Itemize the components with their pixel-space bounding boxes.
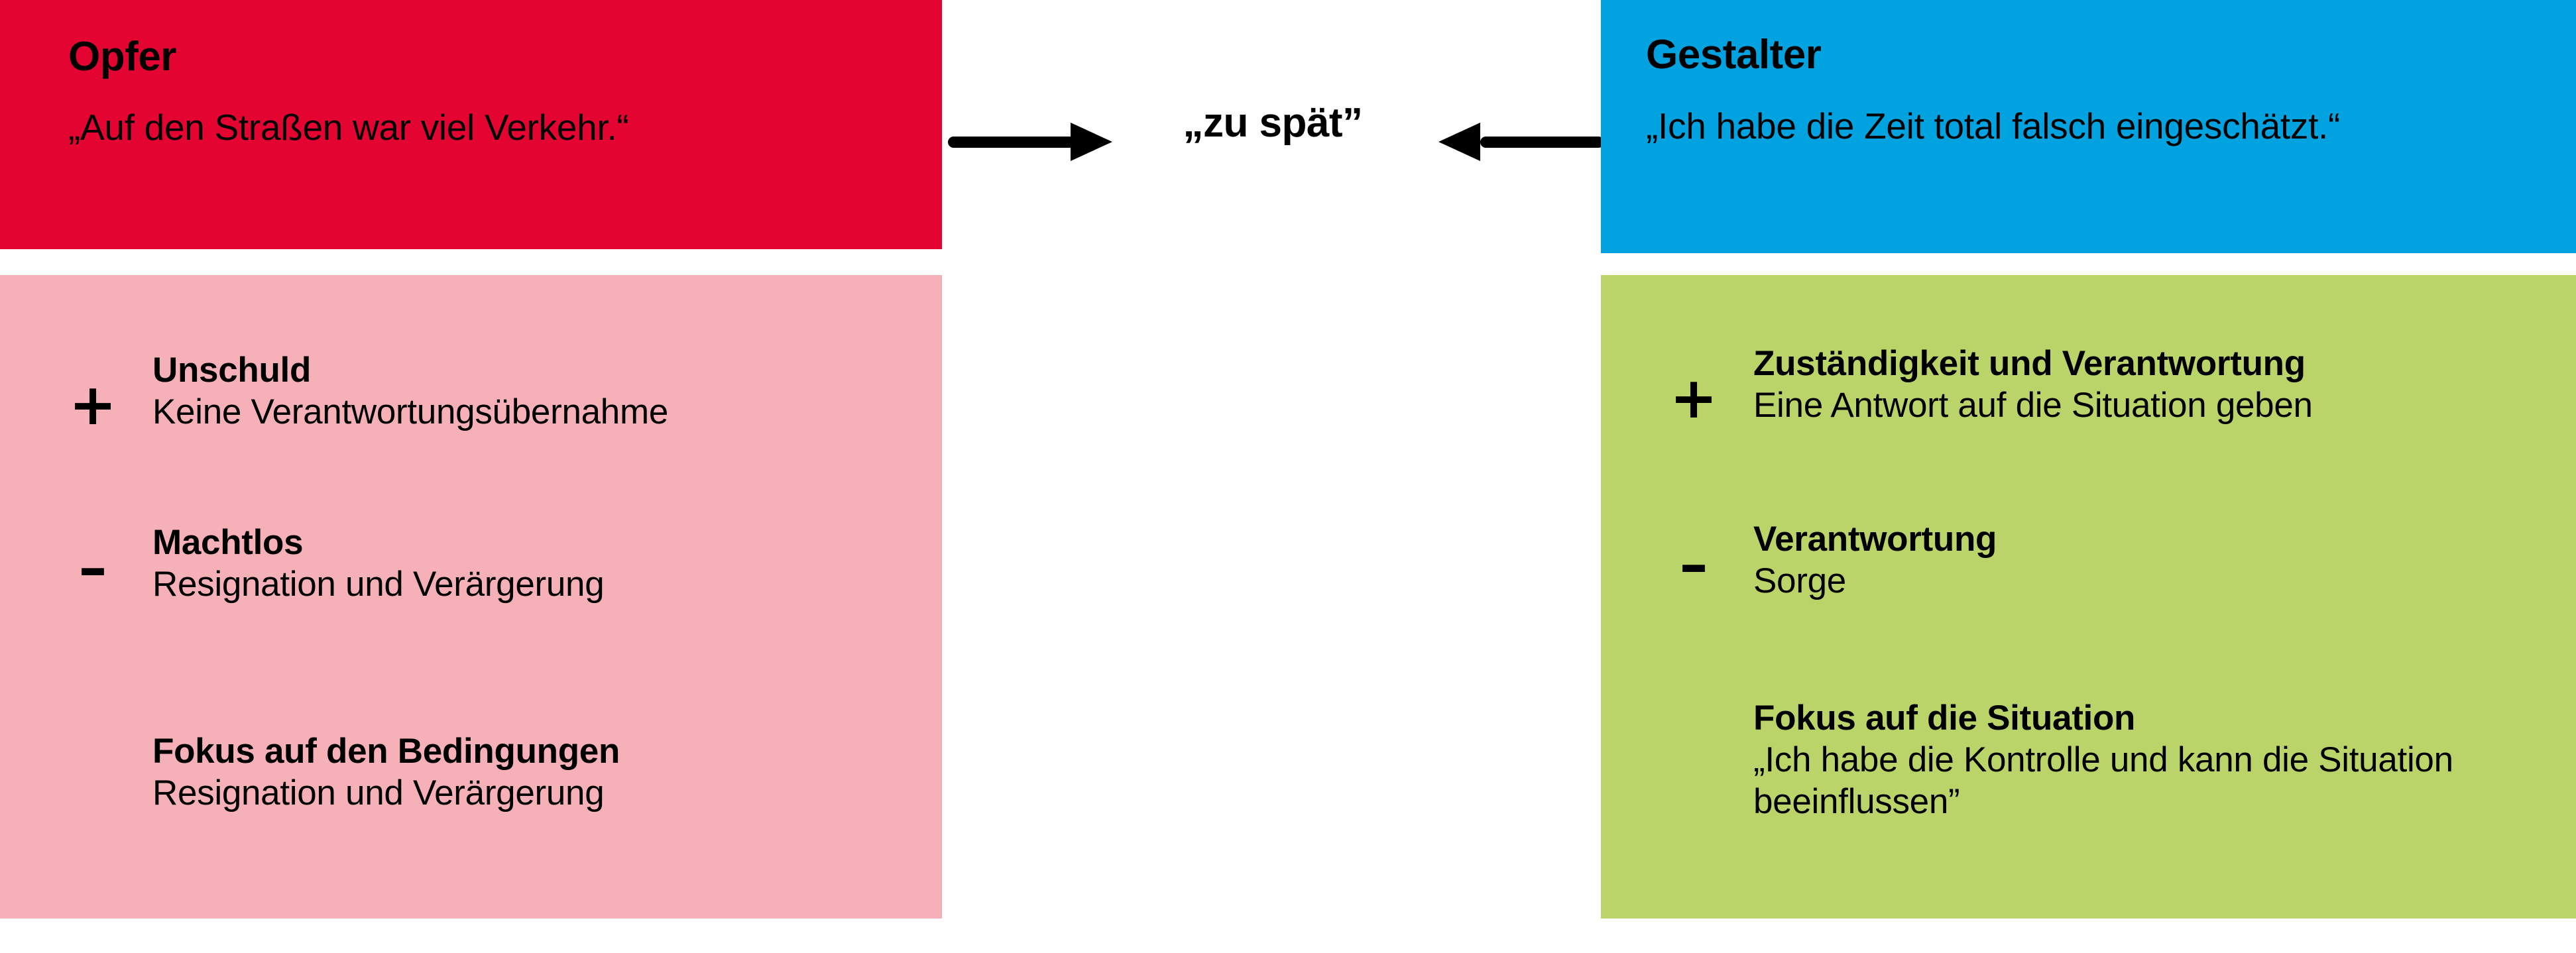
arrow-head	[1071, 123, 1112, 161]
victim-body-panel	[0, 275, 942, 919]
arrow-pointing-right-icon	[948, 118, 1114, 164]
creator-attribute-desc: „Ich habe die Kontrolle und kann die Sit…	[1753, 740, 2453, 821]
victim-attribute-desc: Keine Verantwortungsübernahme	[152, 392, 668, 432]
creator-quote: „Ich habe die Zeit total falsch eingesch…	[1646, 105, 2341, 146]
minus-icon: –	[1679, 532, 1708, 598]
victim-attribute-desc: Resignation und Verärgerung	[152, 565, 605, 604]
creator-attribute-text: Zuständigkeit und Verantwortung Eine Ant…	[1753, 345, 2562, 427]
arrow-pointing-left-icon	[1438, 118, 1604, 164]
victim-attribute-title: Fokus auf den Bedingungen	[152, 732, 620, 771]
victim-attribute-text: Unschuld Keine Verantwortungsübernahme	[152, 351, 915, 433]
victim-header-panel	[0, 0, 942, 249]
minus-icon: –	[78, 535, 107, 601]
creator-title: Gestalter	[1646, 32, 1822, 78]
victim-attribute-text: Machtlos Resignation und Verärgerung	[152, 524, 915, 606]
creator-attribute-title: Zuständigkeit und Verantwortung	[1753, 344, 2306, 383]
creator-attribute-desc: Eine Antwort auf die Situation geben	[1753, 386, 2313, 425]
arrow-shaft	[1480, 137, 1604, 148]
creator-body-panel	[1601, 275, 2576, 919]
victim-title: Opfer	[68, 34, 176, 80]
arrow-shaft	[948, 137, 1077, 148]
creator-attribute-text: Fokus auf die Situation „Ich habe die Ko…	[1753, 699, 2562, 822]
victim-attribute-title: Machtlos	[152, 523, 304, 562]
plus-icon: +	[68, 372, 117, 438]
center-label: „zu spät”	[1183, 100, 1363, 146]
victim-quote: „Auf den Straßen war viel Verkehr.“	[68, 107, 629, 148]
creator-attribute-title: Verantwortung	[1753, 520, 1997, 559]
victim-attribute-text: Fokus auf den Bedingungen Resignation un…	[152, 732, 915, 814]
victim-attribute-desc: Resignation und Verärgerung	[152, 773, 605, 813]
plus-icon: +	[1669, 365, 1718, 431]
creator-attribute-title: Fokus auf die Situation	[1753, 699, 2136, 738]
creator-attribute-text: Verantwortung Sorge	[1753, 520, 2562, 602]
creator-header-panel	[1601, 0, 2576, 253]
arrow-head	[1438, 123, 1480, 161]
creator-attribute-desc: Sorge	[1753, 561, 1846, 601]
victim-attribute-title: Unschuld	[152, 351, 312, 390]
